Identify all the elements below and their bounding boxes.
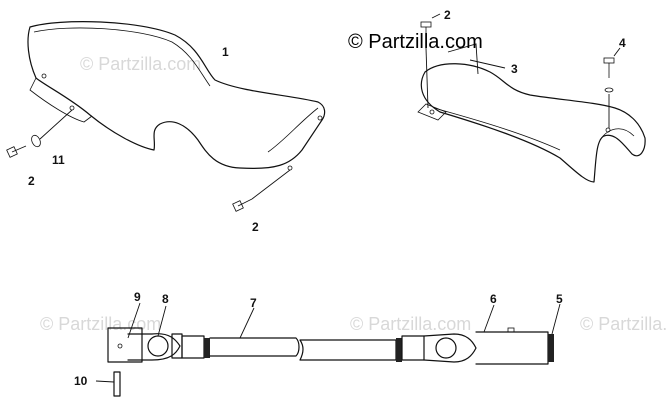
screw-left: [6, 109, 73, 158]
screw-head: [232, 200, 244, 212]
callout-1: 1: [222, 45, 229, 59]
yoke-collar: [181, 335, 205, 359]
seat-cover-3-outline: [420, 63, 646, 183]
leader-line: [239, 307, 255, 339]
screw-head: [6, 146, 18, 158]
callout-6: 6: [490, 292, 497, 306]
seat-cover-part-3: [417, 63, 646, 183]
grease-fitting: [507, 327, 515, 333]
u-joint-cross-left: [147, 335, 169, 357]
leader-line: [431, 13, 441, 19]
mount-hole: [605, 127, 611, 133]
screw-shank: [237, 198, 253, 207]
callout-9: 9: [134, 290, 141, 304]
leader-line: [425, 47, 429, 109]
screw-top: [420, 13, 441, 109]
leaders-lower: [95, 302, 561, 383]
seat-cover-3-inner: [433, 107, 635, 151]
leader-line: [551, 303, 561, 335]
seat-cover-rear-panel: [267, 107, 319, 153]
u-joint-yoke-left: [127, 333, 181, 361]
leader-line: [251, 169, 291, 200]
callout-10: 10: [74, 374, 88, 388]
screw-head: [603, 57, 615, 64]
yoke-collar: [401, 335, 425, 361]
washer: [31, 134, 41, 148]
mount-hole: [41, 73, 47, 79]
watermark-faint: © Partzilla.com: [80, 54, 201, 74]
callout-5: 5: [556, 292, 563, 306]
leader-line: [469, 59, 506, 69]
callout-2: 2: [28, 174, 35, 188]
screw-right-lower: [232, 169, 291, 212]
leader-line: [613, 47, 621, 57]
u-joint-cross-right: [435, 337, 457, 359]
leader-line: [447, 43, 479, 75]
watermark-faint: © Partzilla.com: [580, 314, 666, 334]
washer: [604, 87, 614, 93]
shaft-band: [204, 338, 210, 358]
seal-ring: [548, 334, 554, 362]
roll-pin: [113, 371, 121, 397]
leader-line: [483, 304, 495, 333]
watermark-main: © Partzilla.com: [348, 31, 483, 53]
callout-11: 11: [52, 153, 65, 167]
screw-shank: [11, 145, 27, 153]
shaft-tube-left: [209, 337, 300, 357]
callout-4: 4: [619, 36, 626, 50]
callout-8: 8: [162, 292, 169, 306]
watermark-faint: © Partzilla.com: [350, 314, 471, 334]
seat-cover-trim: [33, 27, 211, 87]
pin-hole: [117, 343, 123, 349]
mount-hole: [69, 105, 75, 111]
leader-line: [157, 305, 167, 337]
screw-4: [603, 47, 621, 128]
mount-hole: [429, 109, 435, 115]
shaft-tube-right: [299, 339, 397, 361]
shaft-band: [396, 338, 402, 362]
callout-2: 2: [444, 8, 451, 22]
screw-head: [420, 21, 432, 28]
callout-2: 2: [252, 220, 259, 234]
u-joint-yoke-right: [423, 333, 477, 363]
callouts: 1 2 2 2 3 4 5 6 7 8 9 10 11: [28, 8, 626, 388]
leader-line: [95, 380, 115, 383]
mount-hole: [317, 115, 323, 121]
seat-cover-flap: [29, 77, 93, 123]
callout-7: 7: [250, 296, 257, 310]
leader-line: [39, 109, 73, 140]
watermark-faint: © Partzilla.com: [40, 314, 161, 334]
mount-tab: [417, 103, 447, 121]
left-yoke: [107, 327, 143, 363]
right-yoke-tube: [475, 331, 549, 365]
drive-shaft-assembly: [107, 327, 554, 397]
leader-line: [127, 302, 141, 339]
mount-hole: [287, 165, 293, 171]
seat-cover-outline: [27, 21, 326, 170]
callout-3: 3: [511, 62, 518, 76]
seat-cover-part-1: [27, 21, 326, 171]
